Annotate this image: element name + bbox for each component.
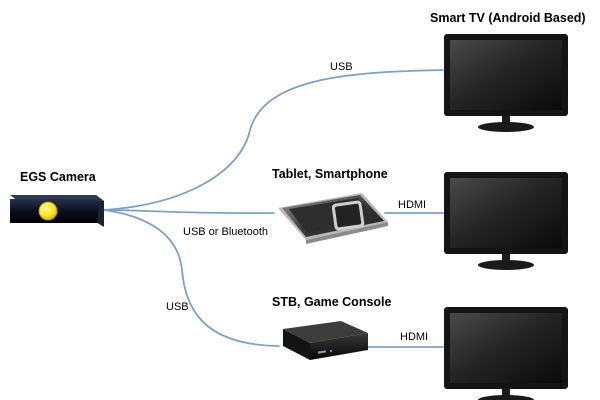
usb-top-label: USB bbox=[330, 61, 353, 73]
stb-game-console-label: STB, Game Console bbox=[272, 295, 392, 309]
set-top-box-icon bbox=[283, 321, 368, 360]
hdmi-tablet-label: HDMI bbox=[398, 199, 427, 211]
television-icon bbox=[444, 172, 568, 270]
tablet-smartphone-label: Tablet, Smartphone bbox=[272, 167, 388, 181]
cable-usb-to-stb bbox=[103, 209, 280, 347]
television-icon bbox=[444, 34, 568, 132]
cable-usb-to-tv bbox=[103, 69, 444, 211]
usb-bluetooth-label: USB or Bluetooth bbox=[183, 226, 268, 238]
television-icon bbox=[444, 307, 568, 400]
smart-tv-label: Smart TV (Android Based) bbox=[430, 11, 586, 25]
smartphone-icon bbox=[331, 200, 365, 231]
usb-bottom-label: USB bbox=[166, 301, 189, 313]
camera-device-icon bbox=[10, 195, 104, 227]
hdmi-stb-label: HDMI bbox=[400, 331, 429, 343]
camera-label: EGS Camera bbox=[20, 170, 96, 184]
cable-usb-bluetooth-to-tablet bbox=[103, 209, 275, 215]
tablet-icon bbox=[278, 193, 388, 244]
